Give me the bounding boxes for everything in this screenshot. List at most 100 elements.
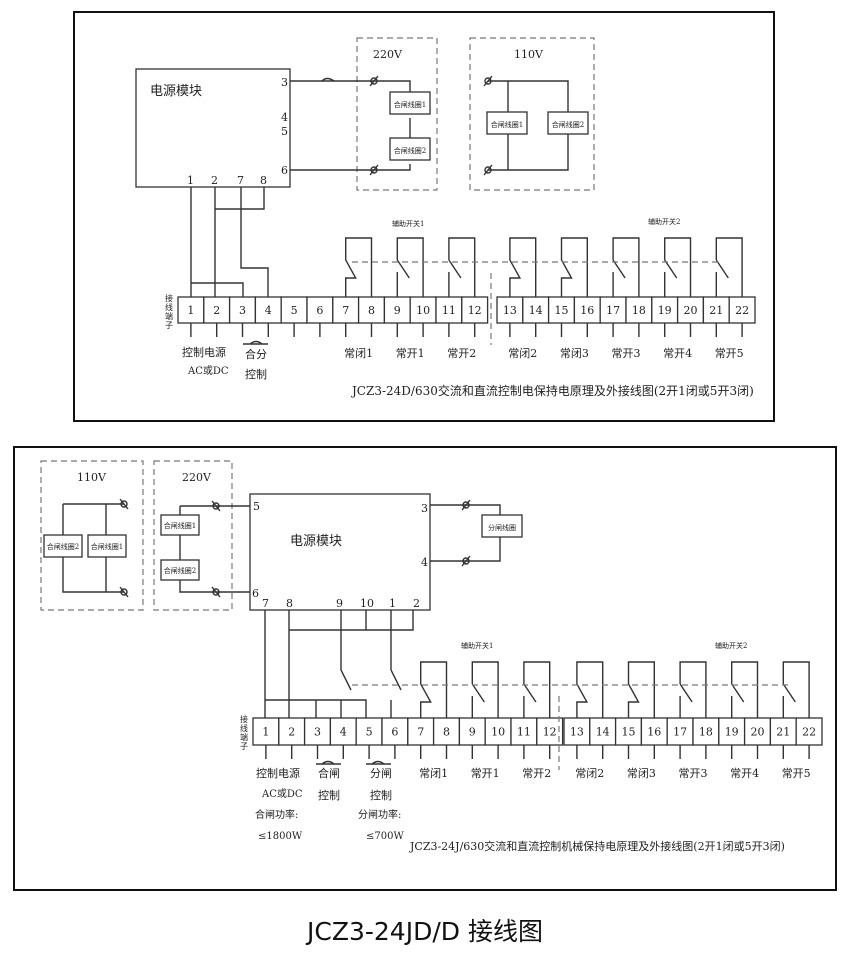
terminal-number: 17 (673, 726, 687, 739)
bottom-110v-box (40, 460, 144, 611)
top-module-wiring (190, 187, 269, 297)
top-pin-8: 8 (260, 174, 267, 187)
terminal-8 (432, 717, 461, 746)
terminal-number: 10 (491, 726, 505, 739)
terminal-strip-label: 接 (165, 293, 173, 303)
terminal-11 (510, 717, 538, 746)
top-ctrl-power-label: 控制电源 (182, 345, 226, 359)
bottom-110v-wiring (62, 503, 124, 593)
top-power-module (135, 68, 291, 188)
contact-label: 常闭3 (627, 767, 656, 780)
terminal-screw-icon (483, 75, 493, 87)
terminal-number: 17 (606, 304, 620, 317)
terminal-number: 21 (709, 304, 723, 317)
bottom-pin-4: 4 (421, 556, 428, 569)
terminal-number: 3 (239, 304, 246, 317)
bottom-220v-box (153, 460, 233, 611)
terminal-number: 8 (443, 726, 450, 739)
nc-contact-icon (560, 237, 588, 297)
bottom-open-power-label: 分闸功率: (358, 808, 401, 821)
terminal-number: 11 (517, 726, 531, 739)
terminal-strip-label: 线 (240, 723, 248, 733)
bottom-110v-coil1 (87, 534, 127, 558)
contact-label: 常闭2 (575, 767, 604, 780)
no-contact-icon (396, 237, 424, 297)
terminal-number: 6 (391, 726, 398, 739)
bottom-close-power-label: 合闸功率: (255, 808, 298, 821)
contact-label: 常开5 (782, 767, 811, 780)
top-frame (73, 11, 775, 422)
terminal-8 (357, 296, 386, 324)
terminal-number: 20 (684, 304, 698, 317)
bottom-pin-2: 2 (413, 597, 420, 610)
coil1-label: 合闸线圈1 (91, 542, 123, 551)
nc-contact-icon (576, 661, 604, 718)
bottom-open-power-value: ≤700W (366, 831, 404, 842)
terminal-19 (718, 717, 746, 746)
terminal-screw-icon (211, 586, 221, 598)
bottom-close-ctrl-label: 合闸 (318, 766, 340, 780)
nc-contact-icon (627, 661, 655, 718)
bottom-panel: 110V 合闸线圈2 合闸线圈1 220V 合闸线圈1 合闸线圈2 电源模块 5… (13, 446, 837, 891)
terminal-number: 4 (340, 726, 347, 739)
coil2-label: 合闸线圈2 (394, 146, 426, 155)
nc-contact-icon (420, 661, 448, 718)
bottom-pin-10: 10 (360, 597, 374, 610)
terminal-number: 4 (265, 304, 272, 317)
terminal-number: 1 (262, 726, 269, 739)
terminal-strip-label: 子 (165, 321, 173, 330)
terminal-screw-icon (119, 586, 129, 598)
terminal-strip-label: 接 (240, 714, 248, 724)
no-contact-icon (448, 237, 476, 297)
no-contact-icon (523, 661, 551, 718)
terminal-number: 2 (288, 726, 295, 739)
terminal-number: 11 (442, 304, 456, 317)
terminal-number: 22 (802, 726, 816, 739)
bottom-trip-coil (481, 514, 523, 538)
top-pin-6: 6 (281, 164, 288, 177)
bottom-title: JCZ3-24J/630交流和直流控制机械保持电原理及外接线图(2开1闭或5开3… (409, 839, 785, 853)
terminal-screw-icon (483, 164, 493, 176)
nc-contact-icon (345, 237, 373, 297)
terminal-screw-icon (211, 500, 221, 512)
terminal-number: 15 (555, 304, 569, 317)
contact-label: 常开2 (447, 347, 476, 360)
terminal-number: 1 (187, 304, 194, 317)
coil2-label: 合闸线圈2 (552, 120, 584, 129)
terminal-6 (306, 296, 334, 324)
bottom-pin-7: 7 (262, 597, 269, 610)
terminal-screw-icon (119, 498, 129, 510)
terminal-number: 20 (751, 726, 765, 739)
contact-label: 常开3 (612, 347, 641, 360)
terminal-number: 10 (416, 304, 430, 317)
terminal-number: 21 (776, 726, 790, 739)
top-110v-coil2 (547, 111, 589, 135)
bottom-aux1-label: 辅助开关1 (461, 641, 493, 650)
bottom-frame (13, 446, 837, 891)
terminal-number: 8 (368, 304, 375, 317)
top-aux2-label: 辅助开关2 (648, 217, 680, 226)
terminal-number: 19 (658, 304, 672, 317)
top-aux1-label: 辅助开关1 (392, 219, 424, 228)
top-ctrl-label-2: 控制 (245, 367, 267, 381)
terminal-number: 5 (366, 726, 373, 739)
bottom-220v-coil2 (160, 559, 200, 581)
top-pin-5: 5 (281, 125, 288, 138)
terminal-number: 3 (314, 726, 321, 739)
terminal-number: 13 (570, 726, 584, 739)
terminal-10 (409, 296, 437, 324)
top-220v-coil1 (389, 91, 431, 115)
terminal-strip-label: 子 (240, 742, 248, 751)
top-title: JCZ3-24D/630交流和直流控制电保持电原理及外接线图(2开1闭或5开3闭… (350, 383, 754, 398)
coil2-label: 合闸线圈2 (164, 566, 196, 575)
bottom-ctrl-power-label: 控制电源 (256, 766, 300, 780)
bottom-close-ctrl-label-2: 控制 (318, 788, 340, 802)
terminal-14 (589, 717, 617, 746)
terminal-number: 13 (503, 304, 517, 317)
bottom-220v-label: 220V (182, 471, 212, 484)
terminal-3 (228, 296, 257, 324)
no-contact-icon (782, 661, 810, 718)
terminal-screw-icon (369, 164, 379, 176)
